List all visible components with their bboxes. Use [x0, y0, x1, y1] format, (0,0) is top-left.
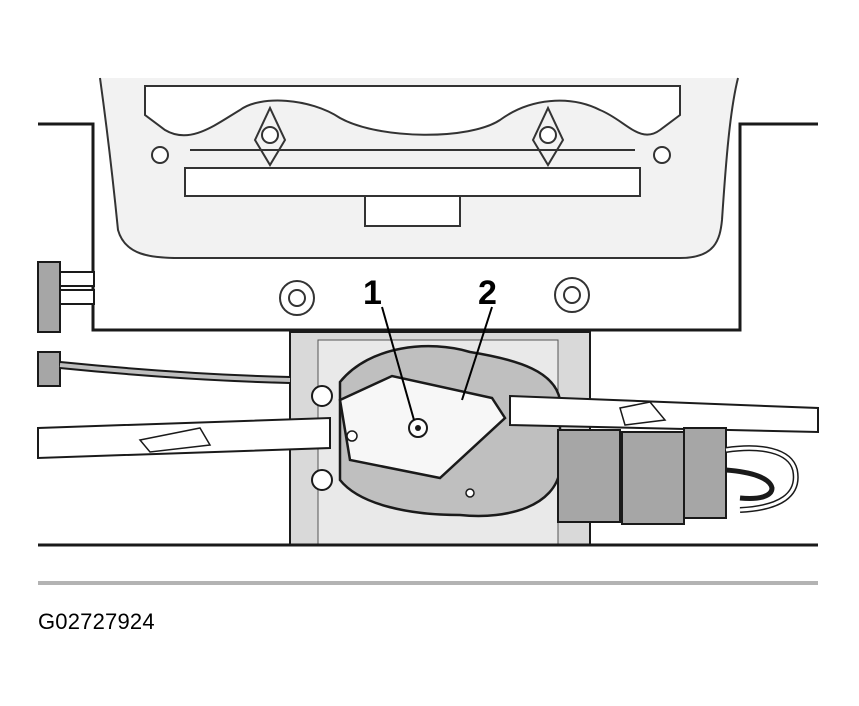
right-connector [557, 427, 799, 525]
leader-lines [381, 306, 493, 421]
figure-id-caption: G02727924 [38, 609, 155, 634]
callout-label-2: 2 [478, 274, 497, 312]
actuator-housing [311, 344, 562, 518]
control-rod-left [37, 416, 331, 460]
upper-trim-panel [38, 77, 818, 332]
callout-label-1: 1 [363, 274, 382, 312]
control-rod-right [509, 394, 819, 434]
left-connector [37, 261, 291, 387]
